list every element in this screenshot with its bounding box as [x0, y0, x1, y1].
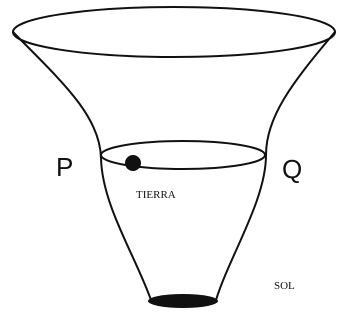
earth-label: TIERRA: [136, 189, 176, 201]
sun-label: SOL: [274, 280, 295, 292]
point-p-label: P: [56, 152, 73, 182]
sun-disk: [148, 294, 218, 308]
point-q-label: Q: [282, 154, 302, 184]
funnel-top-rim: [13, 7, 335, 57]
earth-dot: [125, 155, 141, 171]
